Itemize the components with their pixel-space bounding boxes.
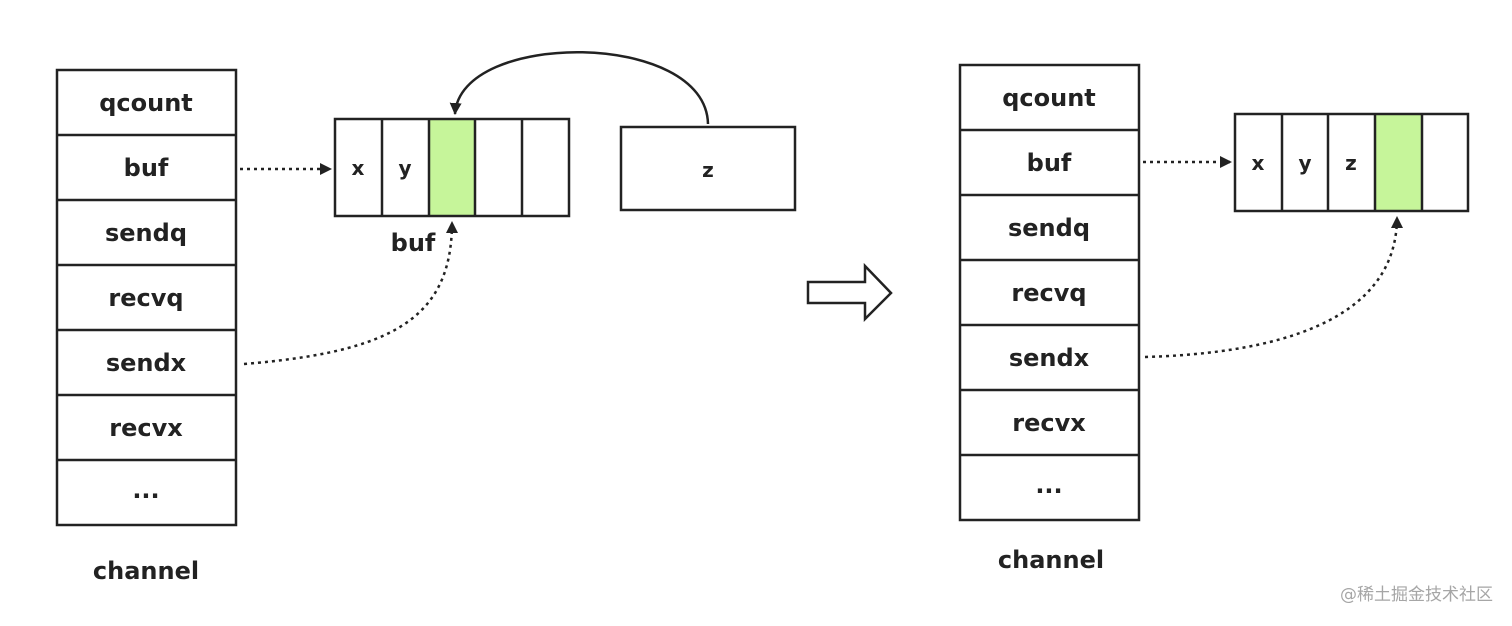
before-field-sendq: sendq (105, 219, 187, 247)
before-struct-labels: qcount buf sendq recvq sendx recvx ... c… (93, 89, 199, 585)
before-buffer-cell-1: y (398, 156, 411, 180)
after-field-sendq: sendq (1008, 214, 1090, 242)
after-buffer (1233, 112, 1470, 213)
before-buffer (333, 117, 571, 218)
after-channel-struct (958, 63, 1141, 522)
after-buffer-labels: x y z (1252, 151, 1357, 175)
before-buffer-highlight-slot (429, 119, 475, 216)
right-arrow-outline-icon (806, 262, 893, 323)
after-sendx-pointer-arrow (1144, 216, 1403, 359)
incoming-value-box (619, 125, 797, 212)
after-field-recvx: recvx (1012, 409, 1086, 437)
after-buffer-highlight-slot (1375, 114, 1422, 211)
after-field-ellipsis: ... (1035, 471, 1062, 499)
before-field-qcount: qcount (99, 89, 193, 117)
after-struct-frame (958, 63, 1141, 522)
send-value-arrow (449, 50, 710, 125)
after-buffer-cell-2: z (1345, 151, 1357, 175)
after-field-buf: buf (1027, 149, 1072, 177)
after-struct-caption: channel (998, 546, 1104, 574)
before-struct-frame (55, 68, 238, 527)
incoming-value-label: z (702, 158, 714, 182)
after-buffer-cell-1: y (1298, 151, 1311, 175)
before-field-recvx: recvx (109, 414, 183, 442)
after-field-recvq: recvq (1011, 279, 1086, 307)
before-buffer-cell-0: x (352, 156, 365, 180)
before-buffer-labels: x y buf (352, 156, 436, 257)
after-buffer-cell-0: x (1252, 151, 1265, 175)
before-field-ellipsis: ... (132, 476, 159, 504)
before-buffer-caption: buf (391, 229, 436, 257)
before-field-recvq: recvq (108, 284, 183, 312)
watermark-text: @稀土掘金技术社区 (1340, 585, 1493, 605)
before-channel-struct (55, 68, 238, 527)
after-buffer-frame (1233, 112, 1470, 213)
before-struct-caption: channel (93, 557, 199, 585)
before-field-buf: buf (124, 154, 169, 182)
before-field-sendx: sendx (106, 349, 187, 377)
after-field-sendx: sendx (1009, 344, 1090, 372)
after-field-qcount: qcount (1002, 84, 1096, 112)
after-struct-labels: qcount buf sendq recvq sendx recvx ... c… (998, 84, 1104, 574)
before-buffer-frame (333, 117, 571, 218)
